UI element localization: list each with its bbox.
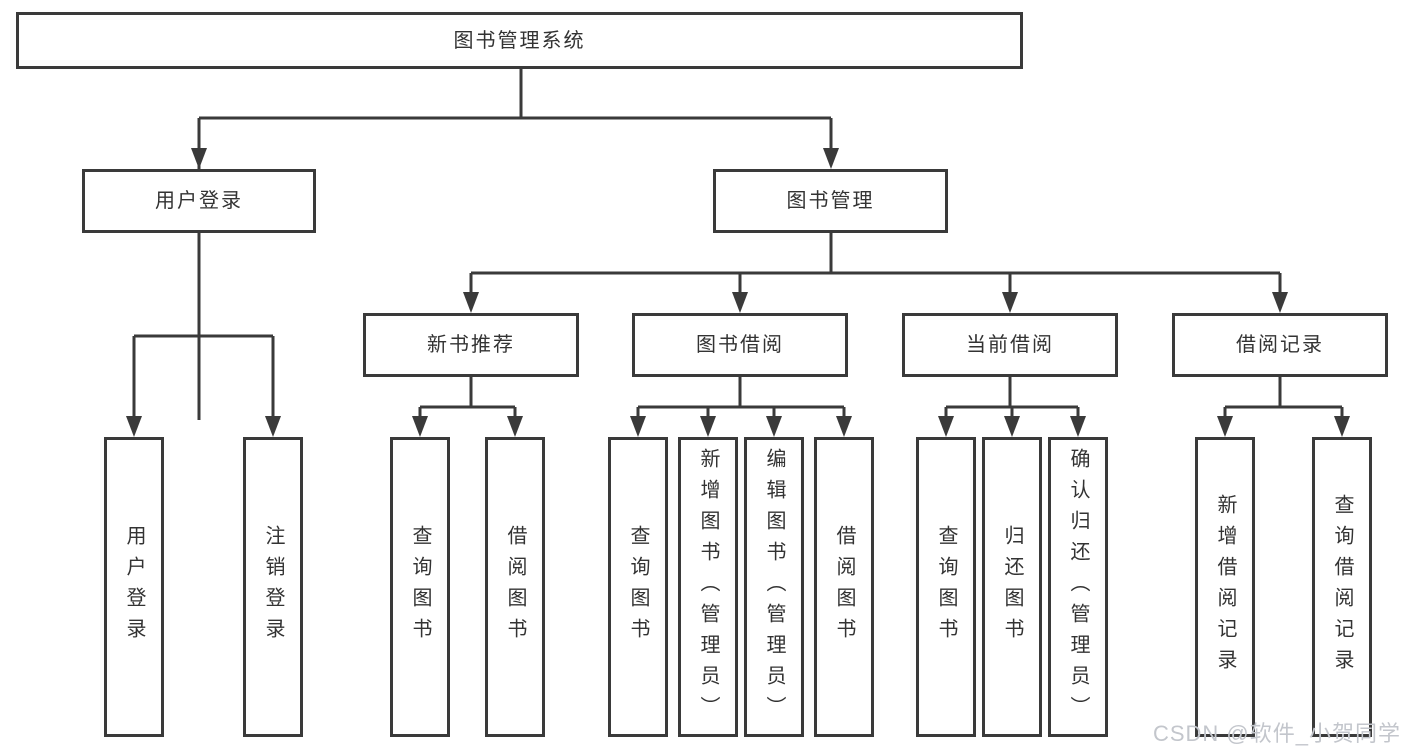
leaf-user-login: 用户登录: [104, 437, 164, 737]
arrowhead-g5b: [1334, 416, 1350, 437]
csdn-watermark: CSDN @软件_小贺同学: [1152, 721, 1401, 746]
leaf-add-books-admin-label: 新增图书（管理员）: [697, 447, 719, 727]
leaf-confirm-return-admin-label: 确认归还（管理员）: [1067, 447, 1089, 727]
leaf-query-books-1: 查询图书: [390, 437, 450, 737]
connector-borrow-records-children: [1223, 377, 1344, 420]
leaf-edit-books-admin: 编辑图书（管理员）: [744, 437, 804, 737]
node-root: 图书管理系统: [16, 12, 1023, 69]
leaf-borrow-books-1-label: 借阅图书: [504, 525, 526, 649]
connector-user-login-children: [132, 233, 275, 420]
arrowhead-g2b: [507, 416, 523, 437]
leaf-return-books-label: 归还图书: [1001, 525, 1023, 649]
leaf-query-books-3: 查询图书: [916, 437, 976, 737]
arrowhead-g3a: [630, 416, 646, 437]
node-book-mgmt-label: 图书管理: [786, 190, 875, 212]
leaf-return-books: 归还图书: [982, 437, 1042, 737]
leaf-add-borrow-record: 新增借阅记录: [1195, 437, 1255, 737]
arrowhead-g4b: [1004, 416, 1020, 437]
node-new-books: 新书推荐: [363, 313, 579, 377]
arrowhead-book-mgmt: [823, 148, 839, 169]
connector-book-mgmt-children: [469, 233, 1282, 296]
arrowhead-user-login: [191, 148, 207, 169]
leaf-query-books-2-label: 查询图书: [627, 525, 649, 649]
leaf-query-books-3-label: 查询图书: [935, 525, 957, 649]
node-new-books-label: 新书推荐: [427, 334, 515, 356]
node-borrow-records: 借阅记录: [1172, 313, 1388, 377]
arrowhead-current-borrow: [1002, 292, 1018, 313]
arrowhead-leaf-logout: [265, 416, 281, 437]
arrowhead-g3d: [836, 416, 852, 437]
arrowhead-g2a: [412, 416, 428, 437]
node-book-mgmt: 图书管理: [713, 169, 948, 233]
node-root-label: 图书管理系统: [453, 29, 586, 52]
leaf-add-borrow-record-label: 新增借阅记录: [1214, 494, 1236, 680]
leaf-borrow-books-1: 借阅图书: [485, 437, 545, 737]
node-current-borrow: 当前借阅: [902, 313, 1118, 377]
node-book-borrow: 图书借阅: [632, 313, 848, 377]
leaf-confirm-return-admin: 确认归还（管理员）: [1048, 437, 1108, 737]
leaf-query-borrow-record-label: 查询借阅记录: [1331, 494, 1353, 680]
arrowhead-new-books: [463, 292, 479, 313]
leaf-logout-label: 注销登录: [262, 525, 284, 649]
leaf-query-books-1-label: 查询图书: [409, 525, 431, 649]
arrowhead-g4c: [1070, 416, 1086, 437]
arrowhead-leaf-login: [126, 416, 142, 437]
node-current-borrow-label: 当前借阅: [966, 334, 1054, 356]
arrowhead-g4a: [938, 416, 954, 437]
connector-new-books-children: [418, 377, 517, 420]
leaf-borrow-books-2: 借阅图书: [814, 437, 874, 737]
node-borrow-records-label: 借阅记录: [1236, 334, 1324, 356]
leaf-user-login-label: 用户登录: [123, 525, 145, 649]
node-user-login: 用户登录: [82, 169, 316, 233]
leaf-query-books-2: 查询图书: [608, 437, 668, 737]
connector-current-borrow-children: [944, 377, 1080, 420]
leaf-query-borrow-record: 查询借阅记录: [1312, 437, 1372, 737]
leaf-logout: 注销登录: [243, 437, 303, 737]
leaf-edit-books-admin-label: 编辑图书（管理员）: [763, 447, 785, 727]
connector-book-borrow-children: [636, 377, 846, 420]
arrowhead-g3c: [766, 416, 782, 437]
arrowhead-book-borrow: [732, 292, 748, 313]
leaf-borrow-books-2-label: 借阅图书: [833, 525, 855, 649]
node-book-borrow-label: 图书借阅: [696, 334, 784, 356]
arrowhead-borrow-records: [1272, 292, 1288, 313]
node-user-login-label: 用户登录: [155, 190, 243, 212]
arrowhead-g3b: [700, 416, 716, 437]
arrowhead-g5a: [1217, 416, 1233, 437]
connector-root-to-level2: [197, 69, 833, 420]
leaf-add-books-admin: 新增图书（管理员）: [678, 437, 738, 737]
